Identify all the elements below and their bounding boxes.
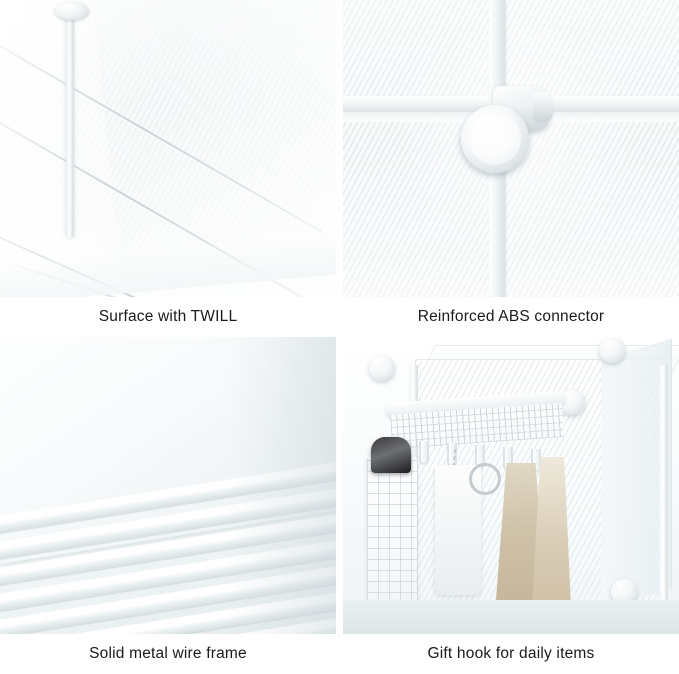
- connector-ball-top-left: [369, 355, 395, 381]
- abs-connector-disc-face: [469, 113, 521, 165]
- panel-twill-image: [0, 0, 336, 297]
- grid-gutter-bottom: [336, 337, 343, 634]
- cube-post-right: [659, 365, 668, 615]
- floor-surface: [343, 600, 679, 634]
- caption-twill: Surface with TWILL: [0, 297, 336, 337]
- caption-hook: Gift hook for daily items: [343, 634, 679, 674]
- caption-connector: Reinforced ABS connector: [343, 297, 679, 337]
- rod-cap: [55, 2, 89, 20]
- frame-right-shadow: [226, 337, 336, 634]
- caption-gutter-bottom: [336, 634, 343, 674]
- caption-frame: Solid metal wire frame: [0, 634, 336, 674]
- panel-connector-image: [343, 0, 679, 297]
- panel-hook-image: [343, 337, 679, 634]
- hook-1: [419, 441, 429, 465]
- metal-rod: [66, 8, 74, 238]
- panel-frame-image: [0, 337, 336, 634]
- abs-connector-disc: [461, 105, 529, 173]
- hanging-umbrella-body: [367, 455, 417, 615]
- abs-connector-tab: [533, 92, 553, 122]
- hanging-key-ring: [469, 463, 501, 495]
- connector-ball-top-right: [599, 337, 625, 363]
- hanging-umbrella-handle: [371, 437, 411, 473]
- grid-gutter-top: [336, 0, 343, 297]
- caption-gutter-top: [336, 297, 343, 337]
